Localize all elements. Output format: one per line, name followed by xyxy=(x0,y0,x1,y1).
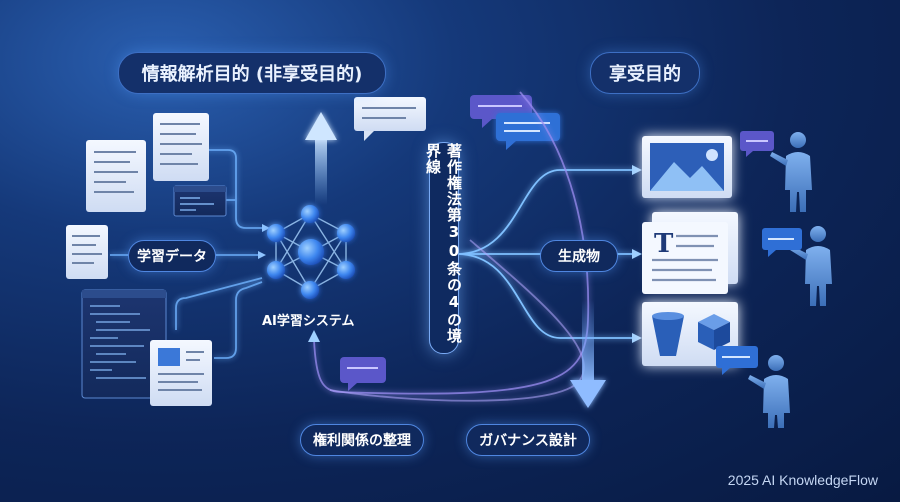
chat-bubble-icon xyxy=(496,113,560,150)
left-section-title: 情報解析目的 (非享受目的) xyxy=(118,52,386,94)
person-icon xyxy=(748,355,790,428)
code-window-icon xyxy=(173,185,227,217)
output-arrowheads xyxy=(308,165,642,343)
document-icon xyxy=(66,225,108,279)
chat-bubble-icon xyxy=(340,357,386,391)
training-data-label: 学習データ xyxy=(128,240,216,272)
chat-bubble-icon xyxy=(740,131,774,157)
document-icon xyxy=(150,340,212,406)
arrow-up-icon xyxy=(305,112,337,205)
document-icon xyxy=(153,113,209,181)
document-icon xyxy=(86,140,146,212)
3d-object-card-icon xyxy=(642,302,738,366)
ai-system-label: AI学習システム xyxy=(262,314,355,329)
chat-bubble-icon xyxy=(716,346,758,375)
input-arrowheads xyxy=(258,224,270,259)
outputs-label: 生成物 xyxy=(540,240,618,272)
governance-label: ガバナンス設計 xyxy=(466,424,590,456)
chat-bubble-icon xyxy=(354,97,426,141)
person-icon xyxy=(770,132,812,212)
neural-network-icon xyxy=(267,205,355,299)
image-card-icon xyxy=(642,136,732,198)
right-section-title: 享受目的 xyxy=(590,52,700,94)
arrow-down-icon xyxy=(570,300,606,408)
boundary-label: 著作権法第30条の4の境界線 xyxy=(424,142,463,354)
rights-label: 権利関係の整理 xyxy=(300,424,424,456)
chat-bubble-icon xyxy=(762,228,802,257)
footer-credit: 2025 AI KnowledgeFlow xyxy=(727,472,878,488)
text-card-icon: T xyxy=(642,212,738,294)
svg-text:T: T xyxy=(654,229,674,259)
